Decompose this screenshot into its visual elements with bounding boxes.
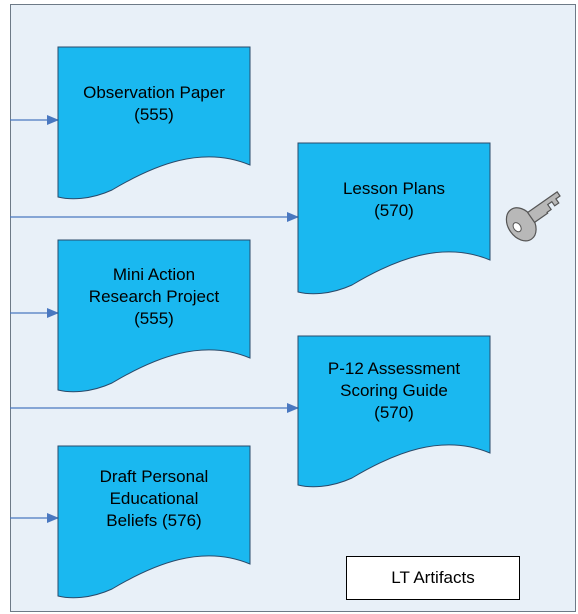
key-icon [505,191,561,242]
document-label-observation-paper: Observation Paper (555) [83,83,225,124]
document-shape-lesson-plans [297,142,491,295]
legend-box: LT Artifacts [346,556,520,600]
legend-label: LT Artifacts [391,568,475,587]
document-shape-observation-paper [57,46,251,200]
document-label-mini-action-research: Mini Action Research Project (555) [88,265,220,328]
document-shape-p12-assessment [297,335,491,488]
document-label-draft-personal-beliefs: Draft Personal Educational Beliefs (576) [99,467,209,530]
document-label-p12-assessment: P-12 Assessment Scoring Guide (570) [327,359,461,422]
document-shape-draft-personal-beliefs [57,445,251,599]
document-shape-mini-action-research [57,239,251,393]
document-label-lesson-plans: Lesson Plans (570) [342,179,446,220]
